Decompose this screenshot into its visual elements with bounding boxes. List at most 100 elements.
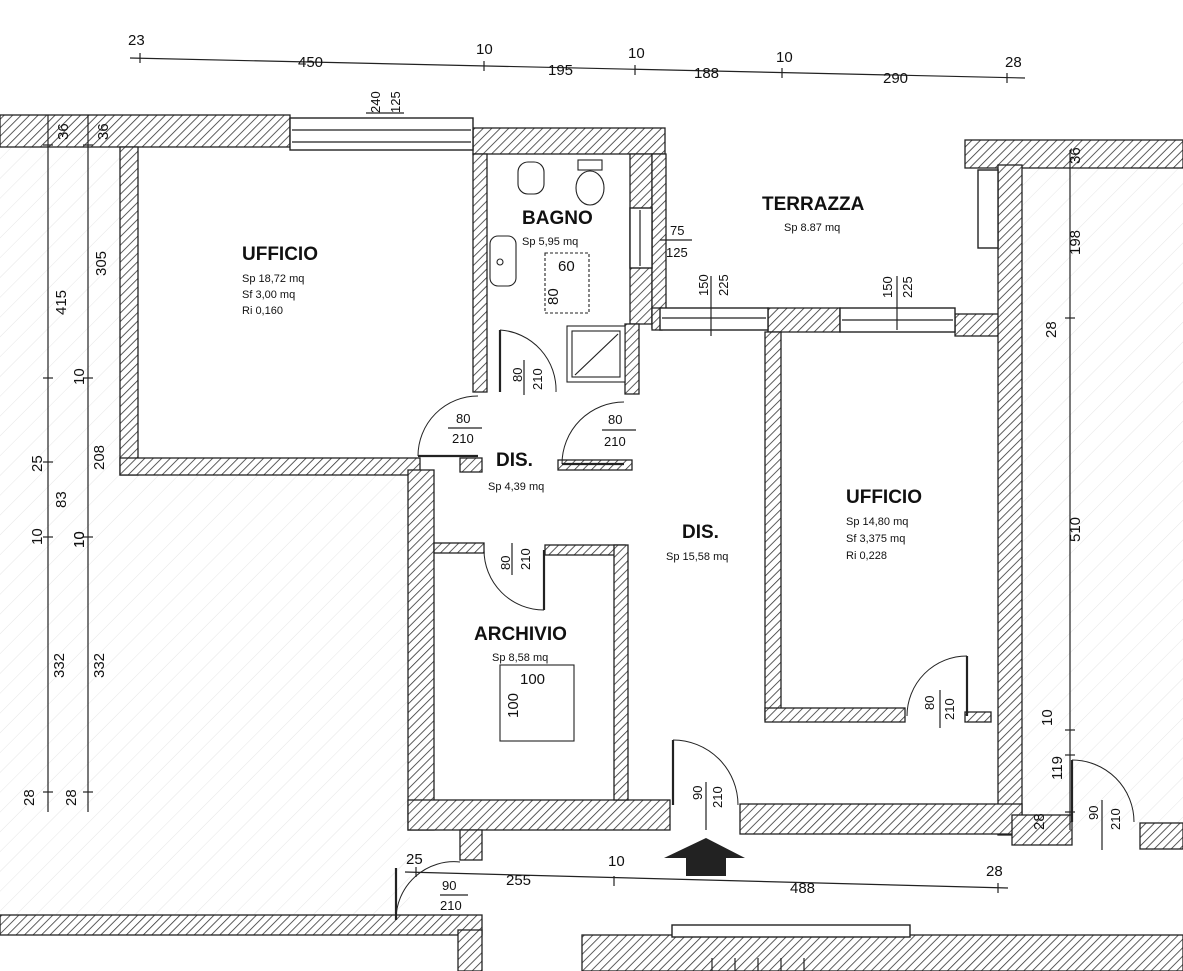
room-name-archivio: ARCHIVIO: [474, 624, 567, 645]
win-bagno-w: 75: [670, 223, 684, 238]
room-ri-ufficio-2: Ri 0,228: [846, 550, 887, 562]
top-dim-290: 290: [883, 70, 908, 87]
room-sp-archivio: Sp 8,58 mq: [492, 652, 548, 664]
left-outer-dim-36: 36: [55, 123, 72, 140]
exterior-hatch: [0, 140, 1183, 920]
top-dimensions: 23 450 10 195 10 188 10 290 28: [128, 32, 1022, 87]
left-inner-dim-10: 10: [71, 531, 88, 548]
bottom-dim-255: 255: [506, 872, 531, 889]
right-dim-510: 510: [1067, 517, 1084, 542]
top-dim-28: 28: [1005, 54, 1022, 71]
door-ufficio1-h: 210: [452, 431, 474, 446]
door-bottom-h: 210: [440, 898, 462, 913]
dimension-lines: [43, 53, 1103, 896]
room-sp-terrazza: Sp 8.87 mq: [784, 222, 840, 234]
room-labels: UFFICIO Sp 18,72 mq Sf 3,00 mq Ri 0,160 …: [242, 194, 922, 664]
bottom-dim-488: 488: [790, 880, 815, 897]
door-dis-h: 210: [604, 434, 626, 449]
win-dis-h: 225: [716, 274, 731, 296]
door-archivio-w: 80: [498, 556, 513, 570]
room-name-dis-2: DIS.: [682, 522, 719, 543]
door-bottom-w: 90: [442, 878, 456, 893]
left-inner-dim-36: 36: [95, 123, 112, 140]
bathroom-fixtures: [489, 159, 626, 383]
left-outer-dim-415: 415: [53, 290, 70, 315]
archive-width-label: 100: [520, 671, 545, 688]
left-inner-dim-28: 28: [63, 789, 80, 806]
room-sf-ufficio-2: Sf 3,375 mq: [846, 533, 905, 545]
left-outer-dimensions: 36 415 10 25 83 10 332 28: [21, 123, 88, 806]
room-sp-ufficio-2: Sp 14,80 mq: [846, 516, 908, 528]
top-dim-450: 450: [298, 54, 323, 71]
door-bagno-h: 210: [530, 368, 545, 390]
bottom-dimensions: 25 255 10 488 28: [406, 851, 1003, 897]
right-dim-28b: 28: [1031, 813, 1048, 830]
toilet-icon: [575, 159, 605, 206]
right-dim-119: 119: [1049, 756, 1066, 780]
top-dim-188: 188: [694, 65, 719, 82]
shower-width-label: 60: [558, 258, 575, 275]
room-name-terrazza: TERRAZZA: [762, 194, 865, 215]
archive-cabinet: [499, 664, 575, 742]
left-inner-dim-332: 332: [91, 653, 108, 678]
room-sp-dis-2: Sp 15,58 mq: [666, 551, 728, 563]
walls: [0, 114, 1183, 971]
door-ufficio2-h: 210: [942, 698, 957, 720]
win-ufficio1-h: 125: [388, 91, 403, 113]
left-inner-dim-10b: 10: [71, 531, 88, 548]
win-ufficio1-w: 240: [368, 91, 383, 113]
right-dim-28: 28: [1043, 321, 1060, 338]
left-outer-dim-28: 28: [21, 789, 38, 806]
opening-labels: 240 125 75 125 150 225 150 225 80 210 80…: [368, 91, 1123, 913]
win-dis-w: 150: [696, 274, 711, 296]
door-bagno-w: 80: [510, 368, 525, 382]
right-dim-10: 10: [1039, 709, 1056, 726]
top-dim-195: 195: [548, 62, 573, 79]
doors: [394, 329, 1135, 921]
room-sp-bagno: Sp 5,95 mq: [522, 236, 578, 248]
door-dis-w: 80: [608, 412, 622, 427]
left-outer-dim-83: 83: [53, 491, 70, 508]
top-dim-10b: 10: [628, 45, 645, 62]
sink-icon: [489, 235, 517, 287]
entrance-arrow-icon: [664, 838, 745, 876]
door-archivio-h: 210: [518, 548, 533, 570]
bottom-dim-28: 28: [986, 863, 1003, 880]
bottom-dim-10: 10: [608, 853, 625, 870]
room-sp-dis-1: Sp 4,39 mq: [488, 481, 544, 493]
left-outer-dim-332: 332: [51, 653, 68, 678]
room-name-ufficio-1: UFFICIO: [242, 244, 318, 265]
room-name-bagno: BAGNO: [522, 208, 593, 229]
top-dim-10c: 10: [776, 49, 793, 66]
left-outer-dim-10: 10: [71, 368, 88, 385]
room-sf-ufficio-1: Sf 3,00 mq: [242, 289, 295, 301]
shower-height-label: 80: [545, 288, 562, 305]
left-inner-dimensions: 36 305 10 208 10 332 28: [63, 123, 112, 806]
room-ri-ufficio-1: Ri 0,160: [242, 305, 283, 317]
door-main-h: 210: [710, 786, 725, 808]
door-right-h: 210: [1108, 808, 1123, 830]
left-inner-dim-305: 305: [93, 251, 110, 276]
bidet-icon: [517, 161, 545, 195]
top-dim-10a: 10: [476, 41, 493, 58]
room-name-ufficio-2: UFFICIO: [846, 487, 922, 508]
win-ufficio2-h: 225: [900, 276, 915, 298]
windows: [289, 117, 999, 938]
right-dimensions: 36 198 28 510 10 119 28: [1031, 147, 1084, 830]
left-inner-dim-208: 208: [91, 445, 108, 470]
room-name-dis-1: DIS.: [496, 450, 533, 471]
left-outer-dim-10b: 10: [29, 528, 46, 545]
right-dim-36: 36: [1067, 147, 1084, 164]
door-right-w: 90: [1086, 806, 1101, 820]
room-sp-ufficio-1: Sp 18,72 mq: [242, 273, 304, 285]
left-outer-dim-25: 25: [29, 455, 46, 472]
stair-lines: [711, 958, 805, 971]
win-ufficio2-w: 150: [880, 276, 895, 298]
archive-height-label: 100: [505, 693, 522, 718]
top-dim-23: 23: [128, 32, 145, 49]
win-bagno-h: 125: [666, 245, 688, 260]
door-main-w: 90: [690, 786, 705, 800]
right-dim-198: 198: [1067, 230, 1084, 255]
door-ufficio2-w: 80: [922, 696, 937, 710]
bottom-dim-25: 25: [406, 851, 423, 868]
